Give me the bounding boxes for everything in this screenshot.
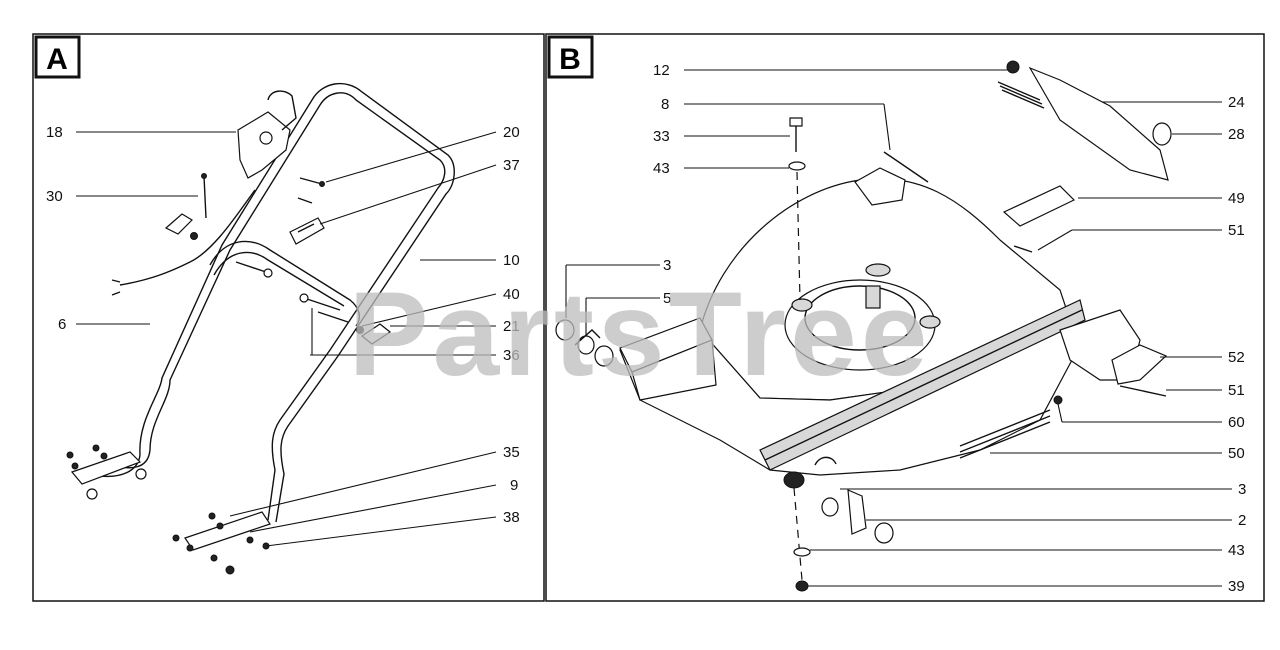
callout-10: 10 (503, 252, 520, 269)
callout-21: 21 (503, 318, 520, 335)
callout-24: 24 (1228, 94, 1245, 111)
callout-12: 12 (653, 62, 670, 79)
panel-b-badge-box (547, 35, 594, 79)
callout-36: 36 (503, 347, 520, 364)
callout-28: 28 (1228, 126, 1245, 143)
callout-3-left: 3 (663, 257, 671, 274)
callout-5: 5 (663, 290, 671, 307)
mower-deck-drawing (555, 60, 1172, 592)
panel-b: B (545, 33, 1265, 602)
callout-35: 35 (503, 444, 520, 461)
watermark-text: PartsTree (348, 267, 931, 401)
callout-43-top: 43 (653, 160, 670, 177)
callout-52: 52 (1228, 349, 1245, 366)
panel-a-badge-box (34, 35, 81, 79)
callout-49: 49 (1228, 190, 1245, 207)
panel-a: A (32, 33, 545, 602)
panel-b-frame (545, 33, 1265, 602)
callout-3-right: 3 (1238, 481, 1246, 498)
panel-b-badge: B (559, 43, 581, 76)
callout-8: 8 (661, 96, 669, 113)
callout-2: 2 (1238, 512, 1246, 529)
callout-6: 6 (58, 316, 66, 333)
callout-30: 30 (46, 188, 63, 205)
handle-assembly-drawing (66, 82, 455, 575)
callout-43-bottom: 43 (1228, 542, 1245, 559)
panel-a-frame (32, 33, 545, 602)
callout-38: 38 (503, 509, 520, 526)
callout-9: 9 (510, 477, 518, 494)
panel-a-leader-lines (76, 131, 497, 547)
callout-39: 39 (1228, 578, 1245, 595)
callout-33: 33 (653, 128, 670, 145)
callout-18: 18 (46, 124, 63, 141)
panel-a-callouts: 18 30 6 20 37 10 40 21 36 35 9 38 (46, 124, 520, 526)
callout-51-top: 51 (1228, 222, 1245, 239)
panel-a-badge: A (46, 43, 68, 76)
callout-60: 60 (1228, 414, 1245, 431)
callout-20: 20 (503, 124, 520, 141)
callout-37: 37 (503, 157, 520, 174)
panel-b-leader-lines (565, 69, 1232, 587)
callout-51-bottom: 51 (1228, 382, 1245, 399)
callout-40: 40 (503, 286, 520, 303)
panel-b-callouts: 12 8 33 43 3 5 24 28 49 51 52 51 60 50 3… (653, 62, 1246, 595)
callout-50: 50 (1228, 445, 1245, 462)
